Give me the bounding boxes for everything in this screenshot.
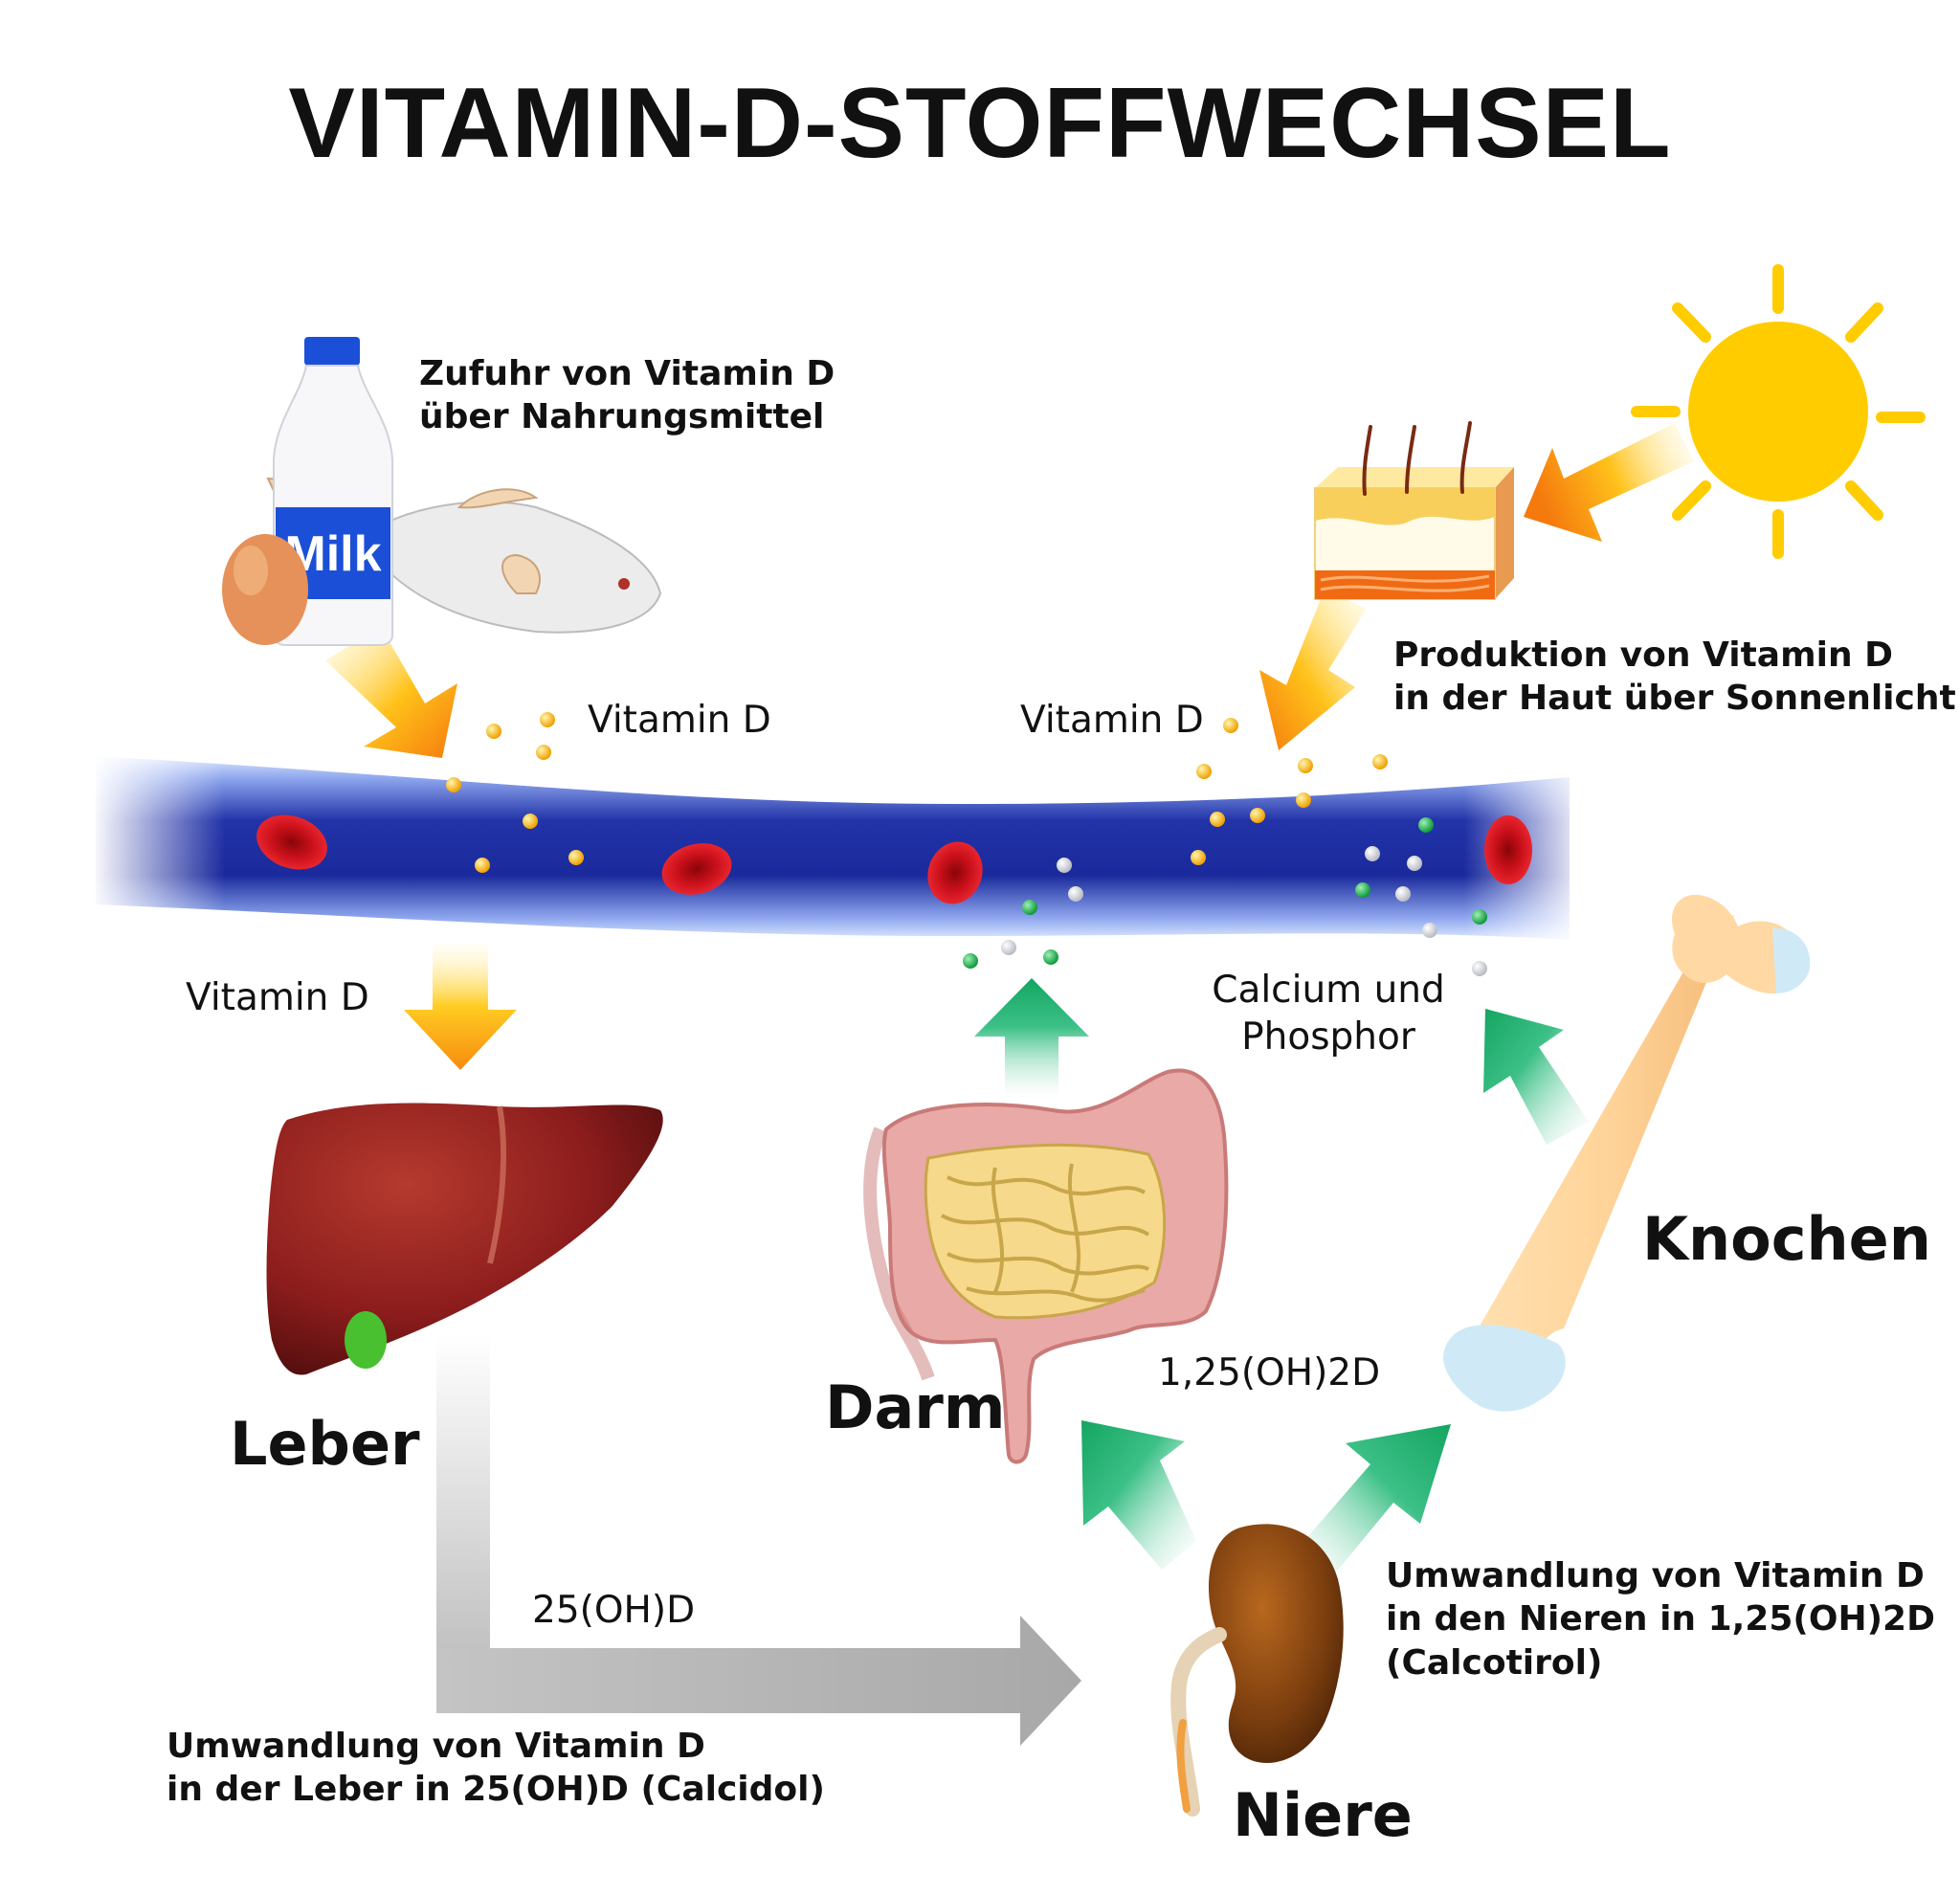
calcium-phosphor-label: Calcium und Phosphor [1212,969,1445,1060]
vitamin-particles [446,712,1388,873]
intestine-label: Darm [825,1372,1006,1442]
kidney-conversion-label: Umwandlung von Vitamin D in den Nieren i… [1386,1556,1935,1683]
sun-icon [1631,264,1926,559]
kidney-icon [1170,1524,1344,1817]
intake-label: Zufuhr von Vitamin D über Nahrungsmittel [419,354,835,437]
arrow-skin-to-blood [1259,590,1367,750]
vitamin-d-right-label: Vitamin D [1020,699,1204,742]
vitamin-d-down-label: Vitamin D [186,976,369,1019]
vitamin-d-left-label: Vitamin D [588,699,771,742]
liver-label: Leber [230,1409,420,1479]
blood-vessel [91,727,1589,967]
kidney-label: Niere [1233,1780,1413,1850]
bone-label: Knochen [1642,1204,1931,1274]
arrow-liver-to-kidney [436,1335,1081,1746]
bone-icon [1443,894,1811,1412]
food-icon: Milk [222,337,662,646]
mineral-particles [963,817,1487,976]
skin-icon [1314,421,1514,600]
liver-conversion-label: Umwandlung von Vitamin D in der Leber in… [167,1727,825,1810]
arrow-kidney-to-intestine [1081,1420,1196,1570]
arrow-intestine-to-blood [974,978,1089,1101]
liver-icon [266,1103,663,1375]
arrow-sun-to-skin [1524,423,1694,542]
intestine-icon [863,1068,1229,1464]
calcidiol-label: 25(OH)D [532,1589,696,1632]
arrow-bone-to-blood [1483,1009,1589,1145]
red-blood-cells [256,814,1532,904]
arrow-blood-to-liver [404,943,517,1070]
arrow-food-to-blood [325,627,457,758]
skin-production-label: Produktion von Vitamin D in der Haut übe… [1393,636,1956,719]
calcitriol-label: 1,25(OH)2D [1158,1351,1381,1394]
page-title: VITAMIN-D-STOFFWECHSEL [288,68,1672,179]
arrow-kidney-to-bone [1296,1424,1451,1579]
